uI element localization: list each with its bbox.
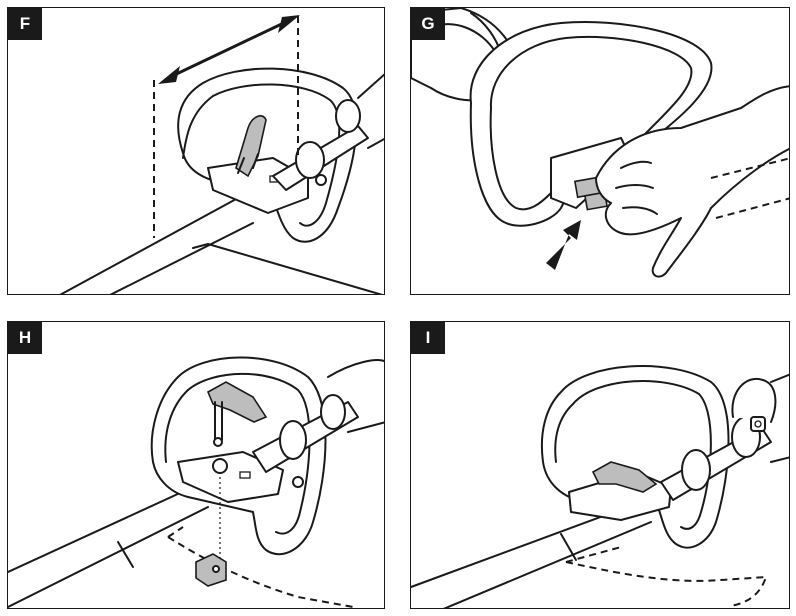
illustration-i bbox=[411, 364, 789, 608]
panel-label: F bbox=[8, 8, 42, 40]
panel-f: F bbox=[7, 7, 385, 295]
panel-label: G bbox=[411, 8, 445, 40]
panel-i: I bbox=[410, 321, 790, 609]
panel-g: G bbox=[410, 7, 790, 295]
panel-label: H bbox=[8, 322, 42, 354]
panel-label: I bbox=[411, 322, 445, 354]
illustration-g bbox=[411, 8, 789, 278]
illustration-f bbox=[59, 15, 384, 294]
panel-h: H bbox=[7, 321, 385, 609]
illustration-h bbox=[8, 356, 384, 608]
